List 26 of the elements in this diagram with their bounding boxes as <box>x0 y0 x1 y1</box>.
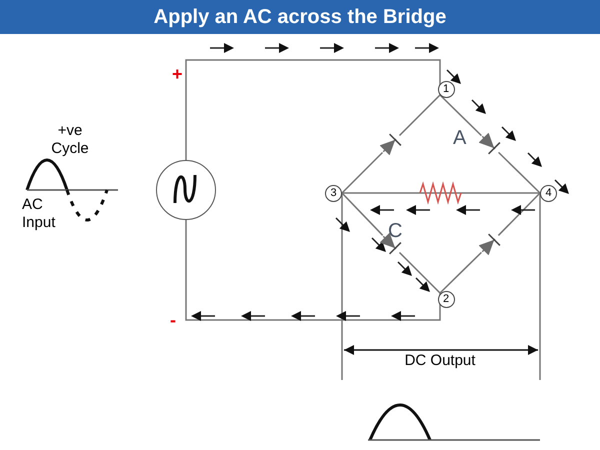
junction-number: 3 <box>325 184 342 202</box>
wire <box>439 252 482 294</box>
wire <box>185 59 441 160</box>
junction-number: 1 <box>438 80 454 98</box>
wire <box>398 94 441 136</box>
wire <box>341 192 384 236</box>
wire <box>342 192 540 194</box>
diode-symbol <box>479 133 501 155</box>
circuit-label: AC Input <box>22 196 56 232</box>
circuit-label: A <box>453 126 466 151</box>
junction-number: 2 <box>438 290 454 308</box>
diode-symbol <box>380 133 402 155</box>
wire <box>498 152 541 194</box>
wire <box>439 94 482 136</box>
circuit-label: C <box>388 219 402 244</box>
wire <box>185 220 441 321</box>
wire <box>341 152 384 194</box>
wire <box>498 192 541 236</box>
circuit-label: + <box>172 63 183 86</box>
wire <box>398 252 441 294</box>
title-banner: Apply an AC across the Bridge <box>0 0 600 34</box>
diode-symbol <box>479 233 501 255</box>
circuit-label: +ve Cycle <box>50 122 90 158</box>
circuit-label: - <box>170 309 176 332</box>
circuit-label: DC Output <box>404 352 476 370</box>
junction-number: 4 <box>540 184 557 202</box>
